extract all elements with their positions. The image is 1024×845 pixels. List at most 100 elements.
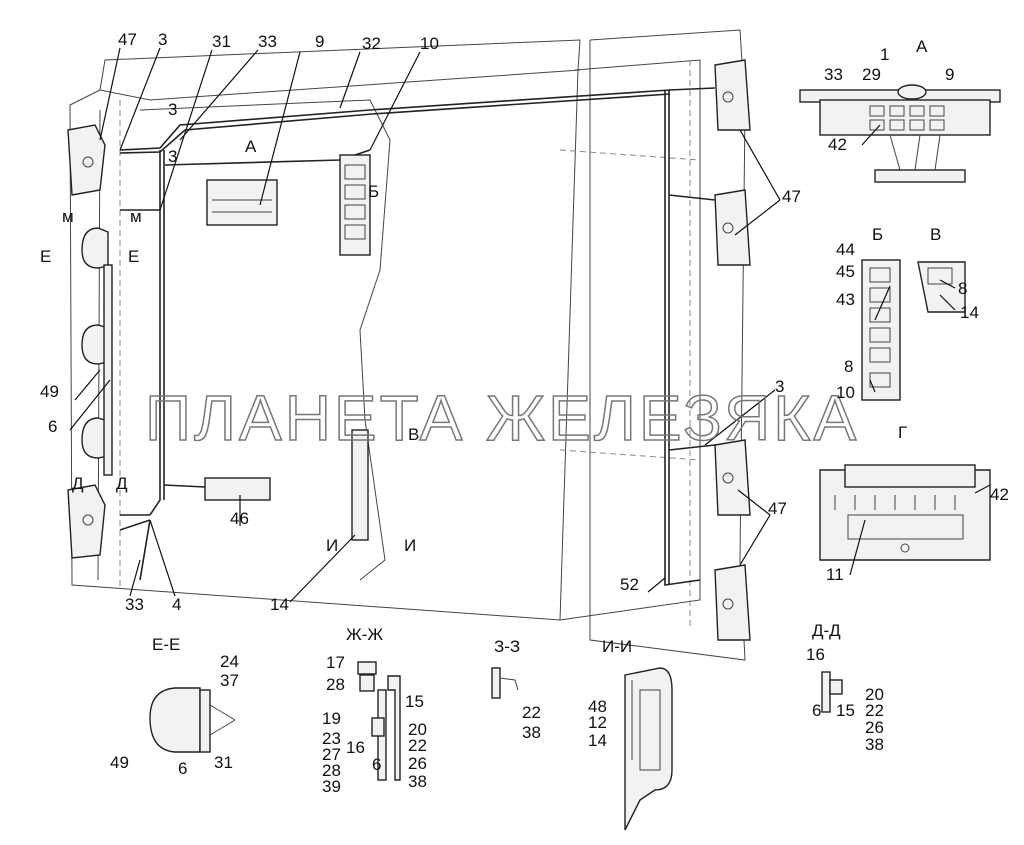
cut-mark-e-right: Е bbox=[128, 247, 139, 266]
cut-mark-v: В bbox=[408, 425, 419, 444]
cut-mark-m-left: м bbox=[62, 207, 74, 226]
label-47-right-lower: 47 bbox=[768, 499, 787, 518]
section-a-title: А bbox=[916, 37, 928, 56]
label-37: 37 bbox=[220, 671, 239, 690]
label-9-top: 9 bbox=[315, 32, 324, 51]
label-43: 43 bbox=[836, 290, 855, 309]
label-22-zh: 22 bbox=[408, 736, 427, 755]
label-28-a: 28 bbox=[326, 675, 345, 694]
label-33-a: 33 bbox=[824, 65, 843, 84]
label-49: 49 bbox=[40, 382, 59, 401]
label-33-top: 33 bbox=[258, 32, 277, 51]
relay-46 bbox=[204, 477, 271, 501]
label-22-dd: 22 bbox=[865, 701, 884, 720]
label-33-bottom: 33 bbox=[125, 595, 144, 614]
label-28-b: 28 bbox=[322, 761, 341, 780]
label-8-b: 8 bbox=[844, 357, 853, 376]
label-10-b: 10 bbox=[836, 383, 855, 402]
label-38-zz: 38 bbox=[522, 723, 541, 742]
label-3-right: 3 bbox=[775, 377, 784, 396]
label-15-zh: 15 bbox=[405, 692, 424, 711]
label-6: 6 bbox=[48, 417, 57, 436]
section-g-title: Г bbox=[898, 423, 907, 442]
label-26-zh: 26 bbox=[408, 754, 427, 773]
label-19: 19 bbox=[322, 709, 341, 728]
label-47-right-upper: 47 bbox=[782, 187, 801, 206]
label-16-zh: 16 bbox=[346, 738, 365, 757]
section-ee-title: Е-Е bbox=[152, 635, 180, 654]
label-6-zh: 6 bbox=[372, 755, 381, 774]
cut-mark-i-left: И bbox=[326, 536, 338, 555]
label-48: 48 bbox=[588, 697, 607, 716]
label-17: 17 bbox=[326, 653, 345, 672]
label-42-g: 42 bbox=[990, 485, 1009, 504]
section-zz-drawing bbox=[491, 667, 519, 699]
label-31: 31 bbox=[212, 32, 231, 51]
section-zhzh-drawing bbox=[357, 661, 401, 781]
label-42-a: 42 bbox=[828, 135, 847, 154]
switch-panel-b bbox=[339, 154, 371, 256]
marker-lamps bbox=[81, 227, 113, 476]
label-14-ii: 14 bbox=[588, 731, 607, 750]
right-lamps bbox=[714, 59, 751, 641]
label-11: 11 bbox=[826, 565, 844, 584]
left-headlamp-top bbox=[67, 124, 106, 196]
label-4: 4 bbox=[172, 595, 181, 614]
label-24: 24 bbox=[220, 652, 239, 671]
label-45: 45 bbox=[836, 262, 855, 281]
cut-mark-d-right: Д bbox=[116, 474, 128, 493]
section-zhzh-title: Ж-Ж bbox=[346, 625, 383, 644]
section-ee-drawing bbox=[149, 687, 236, 753]
cut-mark-b: Б bbox=[368, 182, 379, 201]
cabin-outline bbox=[69, 29, 746, 661]
label-14-v: 14 bbox=[960, 303, 979, 322]
label-12: 12 bbox=[588, 713, 607, 732]
label-6-ee: 6 bbox=[178, 759, 187, 778]
section-ii-title: И-И bbox=[602, 637, 632, 656]
section-zz-title: З-З bbox=[494, 637, 520, 656]
detail-b bbox=[861, 259, 901, 401]
label-15-dd: 15 bbox=[836, 701, 855, 720]
label-47-top: 47 bbox=[118, 30, 137, 49]
label-3-lower: 3 bbox=[168, 147, 177, 166]
label-31-ee: 31 bbox=[214, 753, 233, 772]
cut-mark-m-right: м bbox=[130, 207, 142, 226]
cut-mark-d-left: Д bbox=[72, 474, 84, 493]
section-ii-drawing bbox=[624, 667, 673, 831]
label-20-dd: 20 bbox=[865, 685, 884, 704]
label-27: 27 bbox=[322, 745, 341, 764]
label-23: 23 bbox=[322, 729, 341, 748]
cut-mark-a: А bbox=[245, 137, 257, 156]
section-v-title: В bbox=[930, 225, 941, 244]
cut-mark-i-right: И bbox=[404, 536, 416, 555]
section-b-title: Б bbox=[872, 225, 883, 244]
label-1: 1 bbox=[880, 45, 889, 64]
label-9-a: 9 bbox=[945, 65, 954, 84]
label-22-zz: 22 bbox=[522, 703, 541, 722]
label-3-top: 3 bbox=[158, 30, 167, 49]
label-6-dd: 6 bbox=[812, 701, 821, 720]
label-10-top: 10 bbox=[420, 34, 439, 53]
label-8-v: 8 bbox=[958, 279, 967, 298]
label-49-ee: 49 bbox=[110, 753, 129, 772]
detail-v bbox=[917, 261, 966, 313]
label-38-dd: 38 bbox=[865, 735, 884, 754]
label-26-dd: 26 bbox=[865, 718, 884, 737]
label-3-mid: 3 bbox=[168, 100, 177, 119]
label-52: 52 bbox=[620, 575, 639, 594]
label-32: 32 bbox=[362, 34, 381, 53]
section-dd-drawing bbox=[821, 671, 843, 713]
leader-lines bbox=[69, 47, 991, 603]
label-38-zh: 38 bbox=[408, 772, 427, 791]
label-39: 39 bbox=[322, 777, 341, 796]
cut-mark-e-left: Е bbox=[40, 247, 51, 266]
watermark-text: ПЛАНЕТА ЖЕЛЕЗЯКА bbox=[145, 382, 859, 454]
detail-a bbox=[799, 84, 1001, 183]
detail-g bbox=[819, 464, 991, 561]
wiring-harness bbox=[119, 87, 716, 586]
label-14-main: 14 bbox=[270, 595, 289, 614]
label-16-dd: 16 bbox=[806, 645, 825, 664]
left-headlamp-bottom bbox=[67, 484, 106, 559]
